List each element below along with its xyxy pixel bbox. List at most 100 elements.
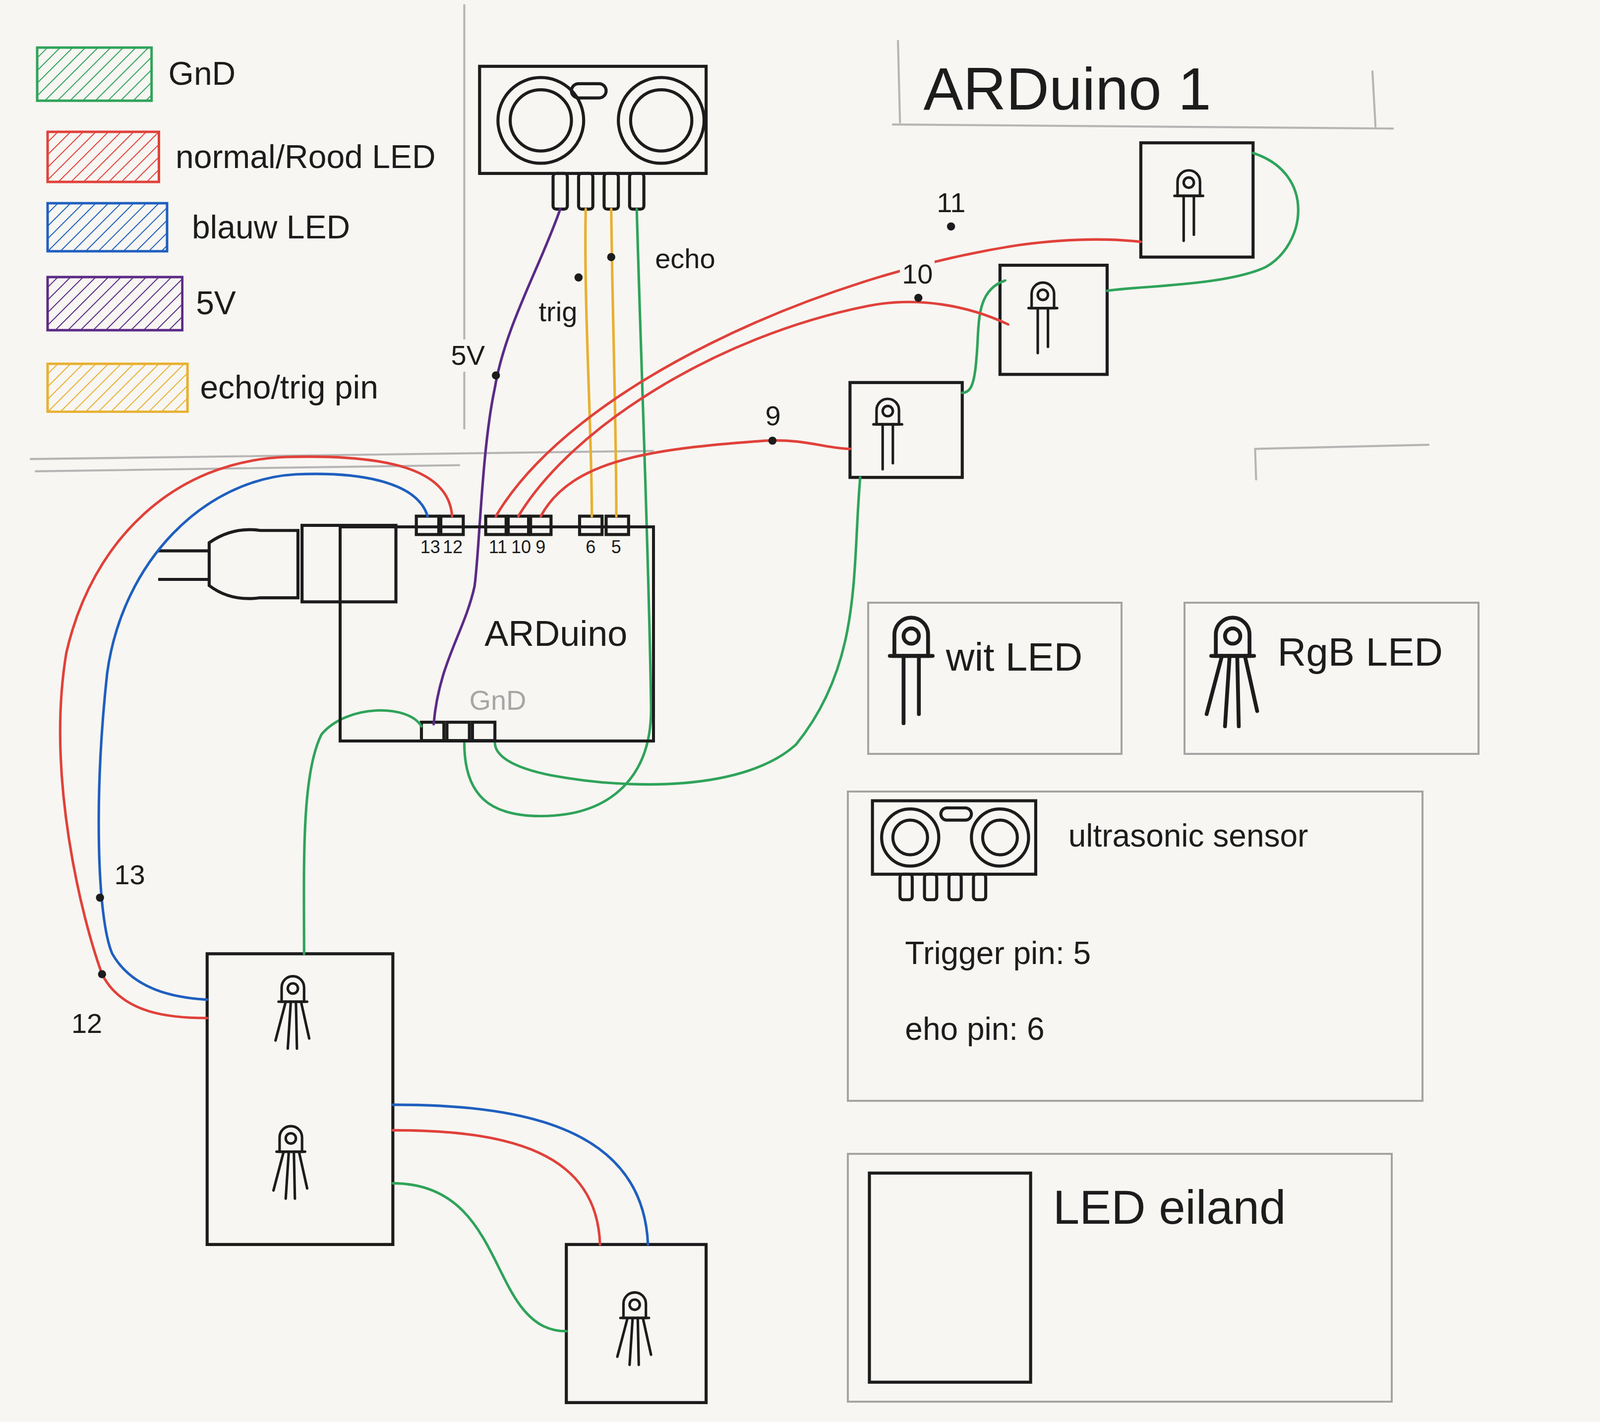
arduino-board: ARDuinoGnD: [338, 525, 655, 743]
legend-text: GnD: [168, 55, 237, 93]
wire-dots: [95, 222, 955, 979]
legend-text: 5V: [195, 284, 237, 323]
header-pin: [446, 722, 470, 741]
key-text: wit LED: [946, 634, 1083, 681]
sensor-body: [872, 801, 1036, 875]
rgb-led-symbol: [617, 1293, 652, 1366]
power-plug: [209, 530, 298, 599]
sensor-pin: [948, 874, 962, 900]
wire-dot: [947, 222, 955, 231]
diagram-title: ARDuino 1: [923, 59, 1212, 119]
sensor-eye: [630, 89, 692, 151]
sensor-eye: [982, 820, 1018, 856]
led-island: [1000, 265, 1108, 375]
pin-number: 11: [486, 536, 510, 558]
key-box: RgB LED: [1183, 601, 1480, 756]
pencil-line: [1254, 444, 1429, 480]
key-box: wit LED: [867, 601, 1123, 756]
white-led-symbol: [889, 617, 933, 724]
ultrasonic-key-symbol: [872, 801, 1036, 901]
wire-label: 10: [899, 258, 935, 291]
wire-blue: [392, 1105, 649, 1245]
legend-swatch: [46, 201, 169, 253]
wire-blue: [98, 474, 428, 1001]
board-name: ARDuino: [482, 613, 630, 655]
wire-label: trig: [536, 296, 580, 328]
wire-red: [495, 239, 1141, 517]
sensor-eye: [510, 89, 572, 151]
legend-text: blauw LED: [191, 208, 351, 247]
wire-label: 9: [763, 400, 783, 432]
wire-gnd: [962, 280, 1006, 393]
sensor-eye: [881, 809, 939, 867]
key-box: ultrasonic sensorTrigger pin: 5 eho pin: …: [846, 790, 1424, 1103]
board-gnd-label: GnD: [467, 684, 529, 717]
legend-text: normal/Rood LED: [175, 138, 436, 177]
wire-dot: [491, 371, 500, 380]
pin-note: eho pin: 6: [904, 1011, 1045, 1049]
legend-swatch: [46, 130, 161, 184]
title-underline: [892, 40, 1393, 129]
sensor-eye: [971, 809, 1029, 867]
ultrasonic-sensor: [479, 66, 707, 210]
header-pin: [472, 722, 495, 741]
sensor-pin: [924, 874, 938, 900]
wire-red: [540, 440, 851, 517]
power-cable: [158, 550, 210, 580]
sensor-body: [479, 66, 707, 174]
wire-gnd: [392, 1183, 567, 1332]
wire-label: 12: [69, 1007, 105, 1040]
led-island: [1140, 142, 1253, 258]
legend-swatch: [46, 275, 184, 332]
key-text: RgB LED: [1277, 629, 1443, 676]
led-island: [566, 1244, 707, 1404]
wire-label: 13: [112, 859, 147, 891]
wire-label: 11: [934, 186, 968, 219]
wire-dot: [574, 273, 583, 282]
rgb-led-symbol: [1206, 617, 1258, 727]
sensor-pin: [578, 173, 593, 210]
pin-note: Trigger pin: 5: [904, 935, 1091, 973]
wire-label: echo: [652, 242, 717, 275]
wire-red: [518, 301, 1008, 517]
pencil-line: [30, 451, 653, 472]
pencil-frames: [30, 4, 1429, 480]
wire-gnd: [303, 710, 422, 954]
pin-number: 10: [509, 536, 534, 558]
legend-swatch: [46, 362, 189, 414]
wire-dot: [98, 970, 107, 979]
sensor-pin: [629, 173, 645, 210]
wire-dot: [95, 893, 104, 902]
power-jack: [301, 525, 396, 602]
rgb-led-symbol: [273, 1126, 308, 1199]
legend-text: echo/trig pin: [199, 368, 379, 407]
swatch-fill: [47, 203, 168, 252]
pin-number: 6: [583, 536, 598, 558]
sensor-pin: [899, 874, 913, 900]
wire-dot: [914, 294, 923, 302]
sensor-pin: [552, 173, 568, 210]
wire-label: 5V: [449, 339, 488, 372]
swatch-fill: [47, 131, 160, 182]
wire-gnd: [464, 209, 652, 817]
wire-dot: [768, 436, 777, 445]
sensor-pin: [603, 173, 619, 210]
swatch-fill: [47, 277, 183, 331]
wire-dot: [607, 252, 616, 261]
sensor-pin: [973, 874, 986, 900]
white-led-symbol: [1028, 282, 1058, 354]
wire-gnd: [1107, 153, 1299, 292]
key-text: LED eiland: [1053, 1180, 1287, 1236]
led-island-symbol: [869, 1173, 1031, 1383]
key-box: LED eiland: [846, 1153, 1393, 1404]
led-island: [207, 953, 394, 1245]
pin-number: 9: [533, 536, 548, 558]
sensor-crystal: [941, 808, 972, 821]
rgb-led-symbol: [275, 976, 310, 1050]
white-led-symbol: [873, 399, 903, 470]
key-text: ultrasonic sensor: [1068, 818, 1309, 855]
swatch-fill: [47, 363, 188, 413]
swatch-fill: [37, 47, 152, 101]
pin-number: 5: [609, 536, 624, 558]
